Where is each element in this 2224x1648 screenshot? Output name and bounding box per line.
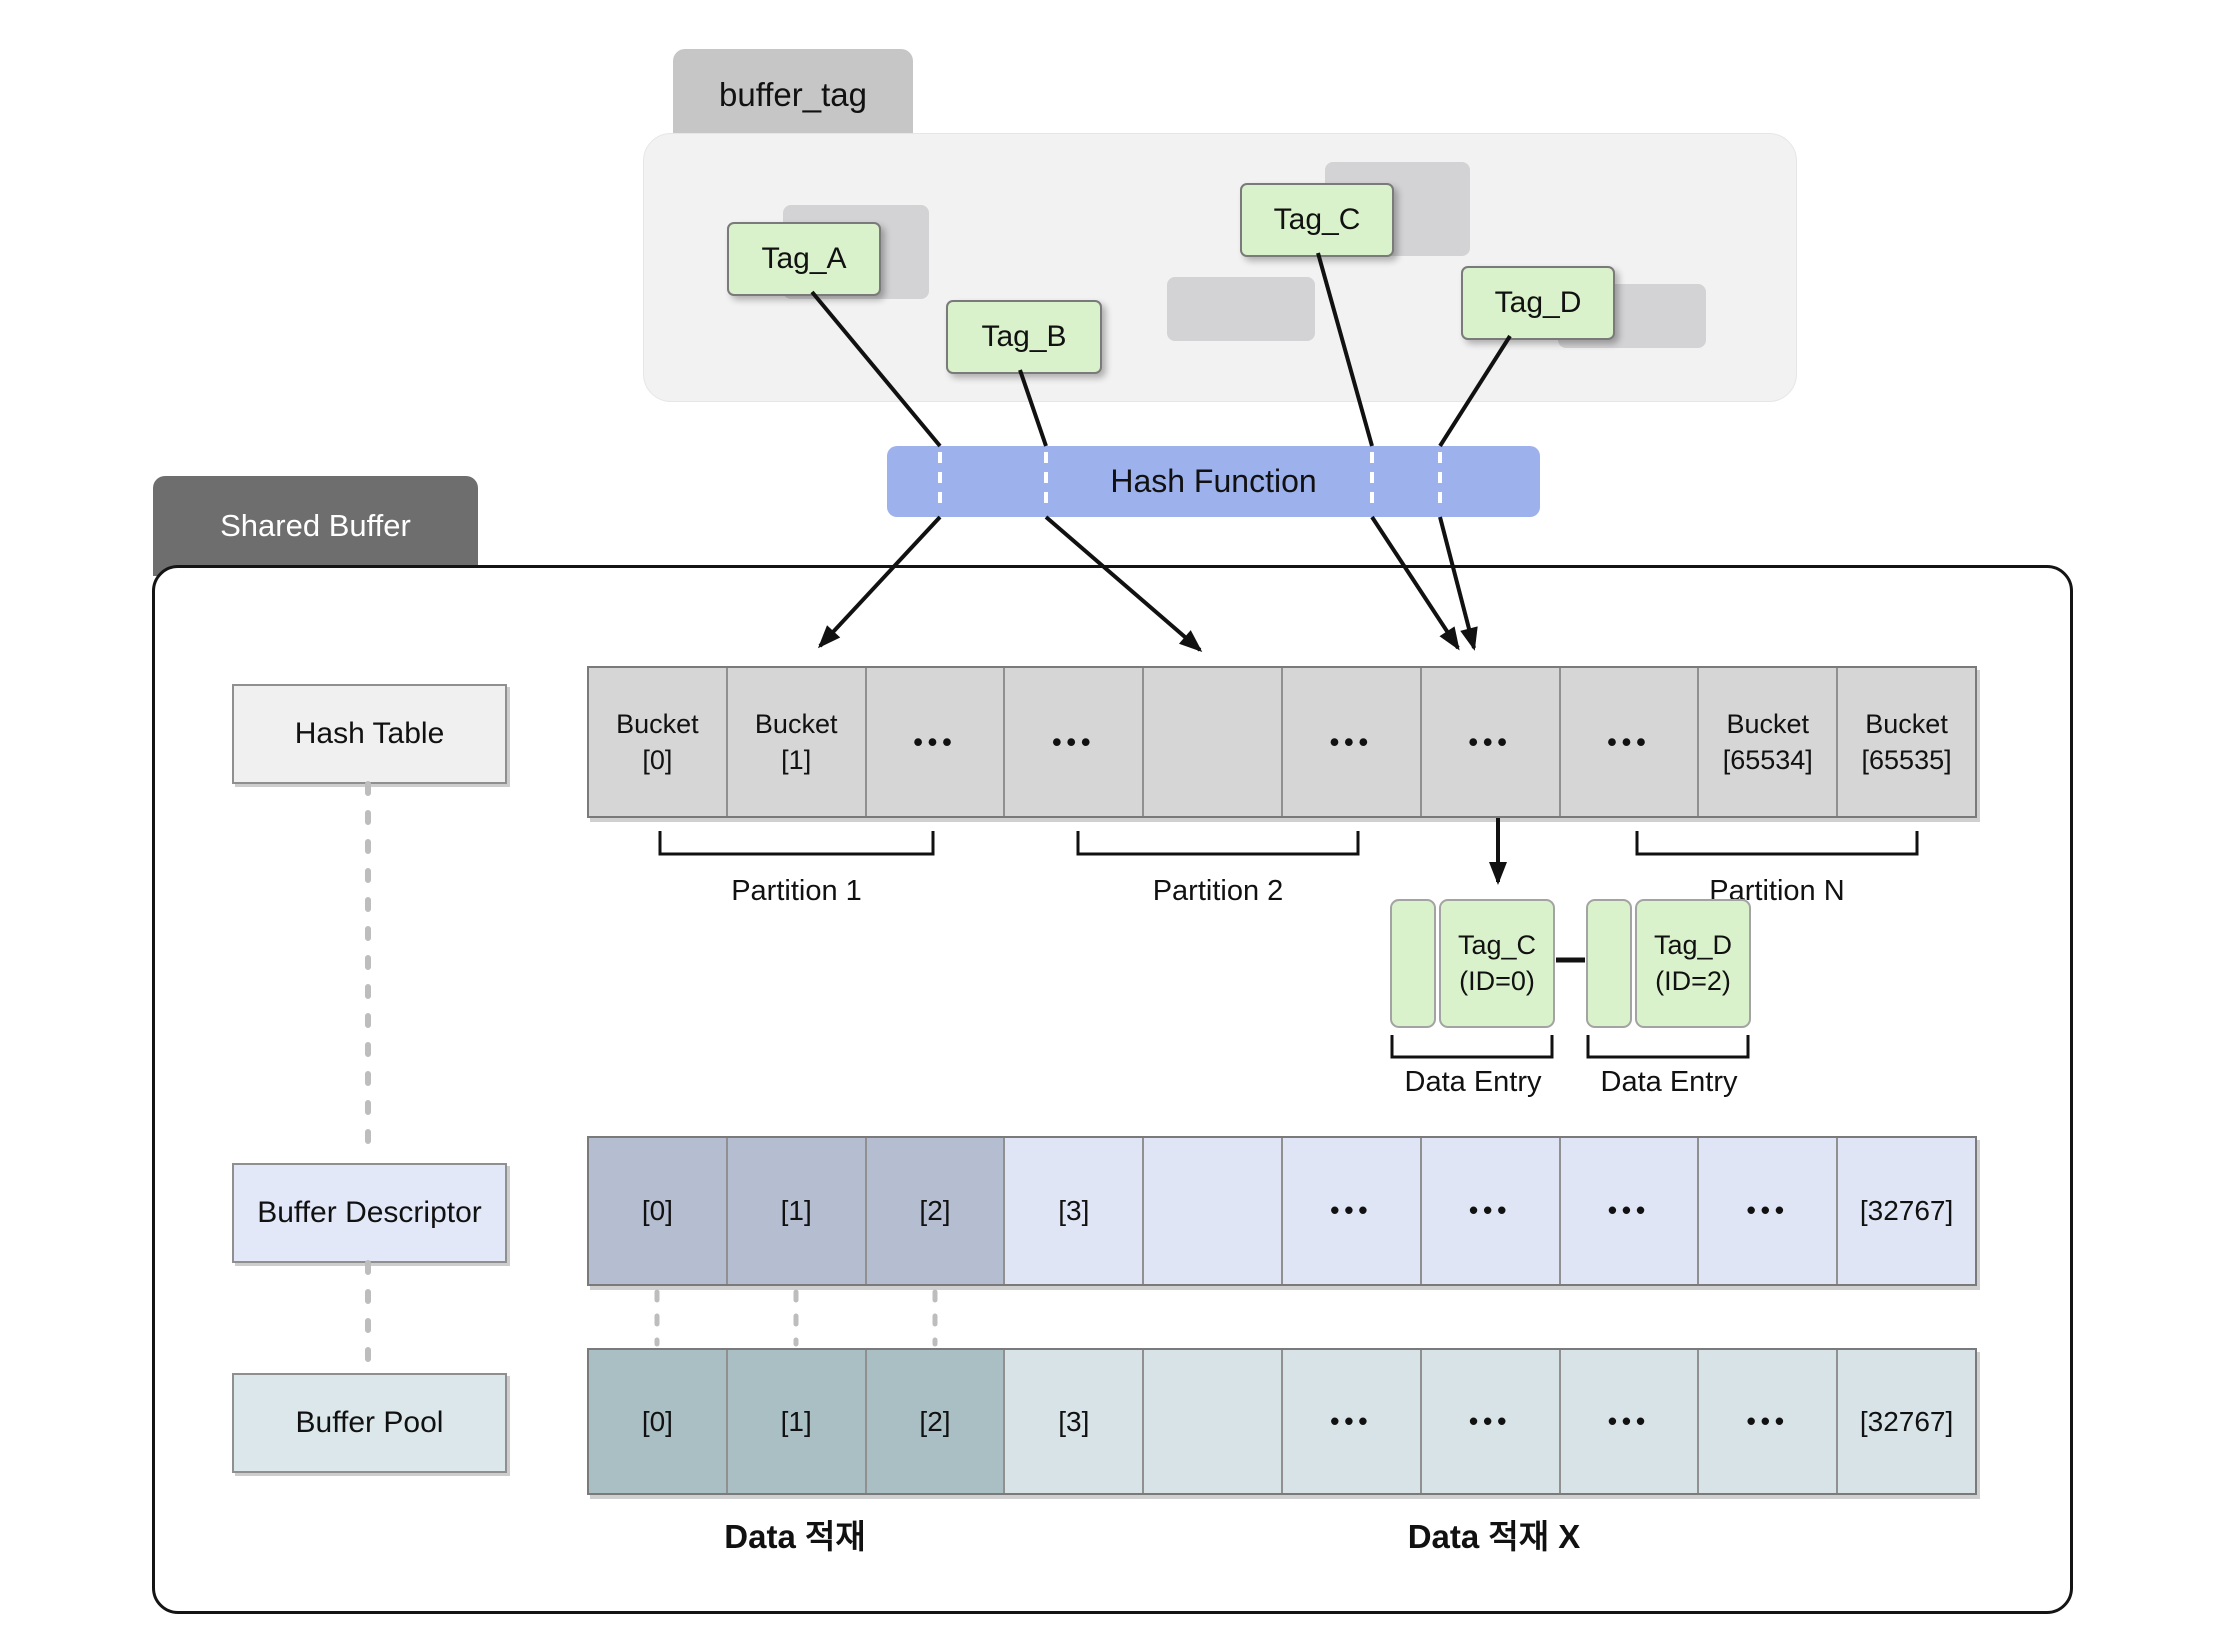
data-entry-1-caption: Data Entry <box>1404 1065 1542 1098</box>
pool-cell-32767: [32767] <box>1836 1350 1975 1493</box>
data-not-loaded-label: Data 적재 X <box>1407 1518 1581 1555</box>
bucket-cell-ellipsis: ••• <box>1280 668 1420 816</box>
data-entry-2-tag: Tag_D <box>1653 930 1733 961</box>
buffer-pool-row: [0] [1] [2] [3] ••• ••• ••• ••• [32767] <box>587 1348 1977 1495</box>
tag-c-box: Tag_C <box>1240 183 1394 257</box>
buffer-tag-title-tab: buffer_tag <box>673 49 913 141</box>
hash-table-label: Hash Table <box>232 684 507 784</box>
partition-1-label: Partition 1 <box>731 874 862 907</box>
ghost-tag-block <box>1167 277 1315 341</box>
pool-cell-1: [1] <box>725 1350 865 1493</box>
pool-cell-ellipsis: ••• <box>1558 1350 1698 1493</box>
descriptor-cell-3: [3] <box>1003 1138 1143 1284</box>
pool-cell-ellipsis: ••• <box>1280 1350 1420 1493</box>
bucket-cell-0: Bucket [0] <box>589 668 726 816</box>
bucket-cell-65535: Bucket [65535] <box>1836 668 1975 816</box>
buffer-descriptor-row: [0] [1] [2] [3] ••• ••• ••• ••• [32767] <box>587 1136 1977 1286</box>
hash-function-label: Hash Function <box>1110 463 1317 499</box>
descriptor-cell-2: [2] <box>864 1138 1004 1284</box>
data-entry-2-caption: Data Entry <box>1600 1065 1738 1098</box>
hash-function-bar: Hash Function <box>887 446 1540 517</box>
pool-cell-2: [2] <box>864 1350 1004 1493</box>
descriptor-cell-0: [0] <box>589 1138 726 1284</box>
data-entry-2-box: Tag_D (ID=2) <box>1635 899 1751 1028</box>
tag-d-box: Tag_D <box>1461 266 1615 340</box>
hash-table-bucket-row: Bucket [0] Bucket [1] ••• ••• ••• ••• ••… <box>587 666 1977 818</box>
descriptor-cell-1: [1] <box>725 1138 865 1284</box>
pool-cell-ellipsis: ••• <box>1419 1350 1559 1493</box>
pool-cell-0: [0] <box>589 1350 726 1493</box>
tag-b-box: Tag_B <box>946 300 1102 374</box>
tag-a-box: Tag_A <box>727 222 881 296</box>
partition-2-label: Partition 2 <box>1152 874 1284 907</box>
data-entry-2-id: (ID=2) <box>1655 965 1731 996</box>
data-loaded-label: Data 적재 <box>724 1518 866 1555</box>
descriptor-cell-32767: [32767] <box>1836 1138 1975 1284</box>
buffer-pool-label: Buffer Pool <box>232 1373 507 1473</box>
bucket-cell-ellipsis: ••• <box>1003 668 1143 816</box>
data-entry-1-tag: Tag_C <box>1457 930 1537 961</box>
buffer-descriptor-label: Buffer Descriptor <box>232 1163 507 1263</box>
data-entry-2-key-slot <box>1586 899 1632 1028</box>
descriptor-cell-ellipsis: ••• <box>1558 1138 1698 1284</box>
bucket-cell-ellipsis: ••• <box>1558 668 1698 816</box>
shared-buffer-title-tab: Shared Buffer <box>153 476 478 576</box>
bucket-cell-ellipsis: ••• <box>864 668 1004 816</box>
descriptor-cell-empty <box>1142 1138 1281 1284</box>
bucket-cell-ellipsis: ••• <box>1419 668 1559 816</box>
bucket-cell-1: Bucket [1] <box>725 668 865 816</box>
descriptor-cell-ellipsis: ••• <box>1697 1138 1837 1284</box>
pool-cell-3: [3] <box>1003 1350 1143 1493</box>
bucket-cell-empty <box>1142 668 1281 816</box>
descriptor-cell-ellipsis: ••• <box>1280 1138 1420 1284</box>
pool-cell-empty <box>1142 1350 1281 1493</box>
data-entry-1-box: Tag_C (ID=0) <box>1439 899 1555 1028</box>
data-entry-1-id: (ID=0) <box>1459 965 1535 996</box>
data-entry-1-key-slot <box>1390 899 1436 1028</box>
descriptor-cell-ellipsis: ••• <box>1419 1138 1559 1284</box>
pool-cell-ellipsis: ••• <box>1697 1350 1837 1493</box>
bucket-cell-65534: Bucket [65534] <box>1697 668 1837 816</box>
